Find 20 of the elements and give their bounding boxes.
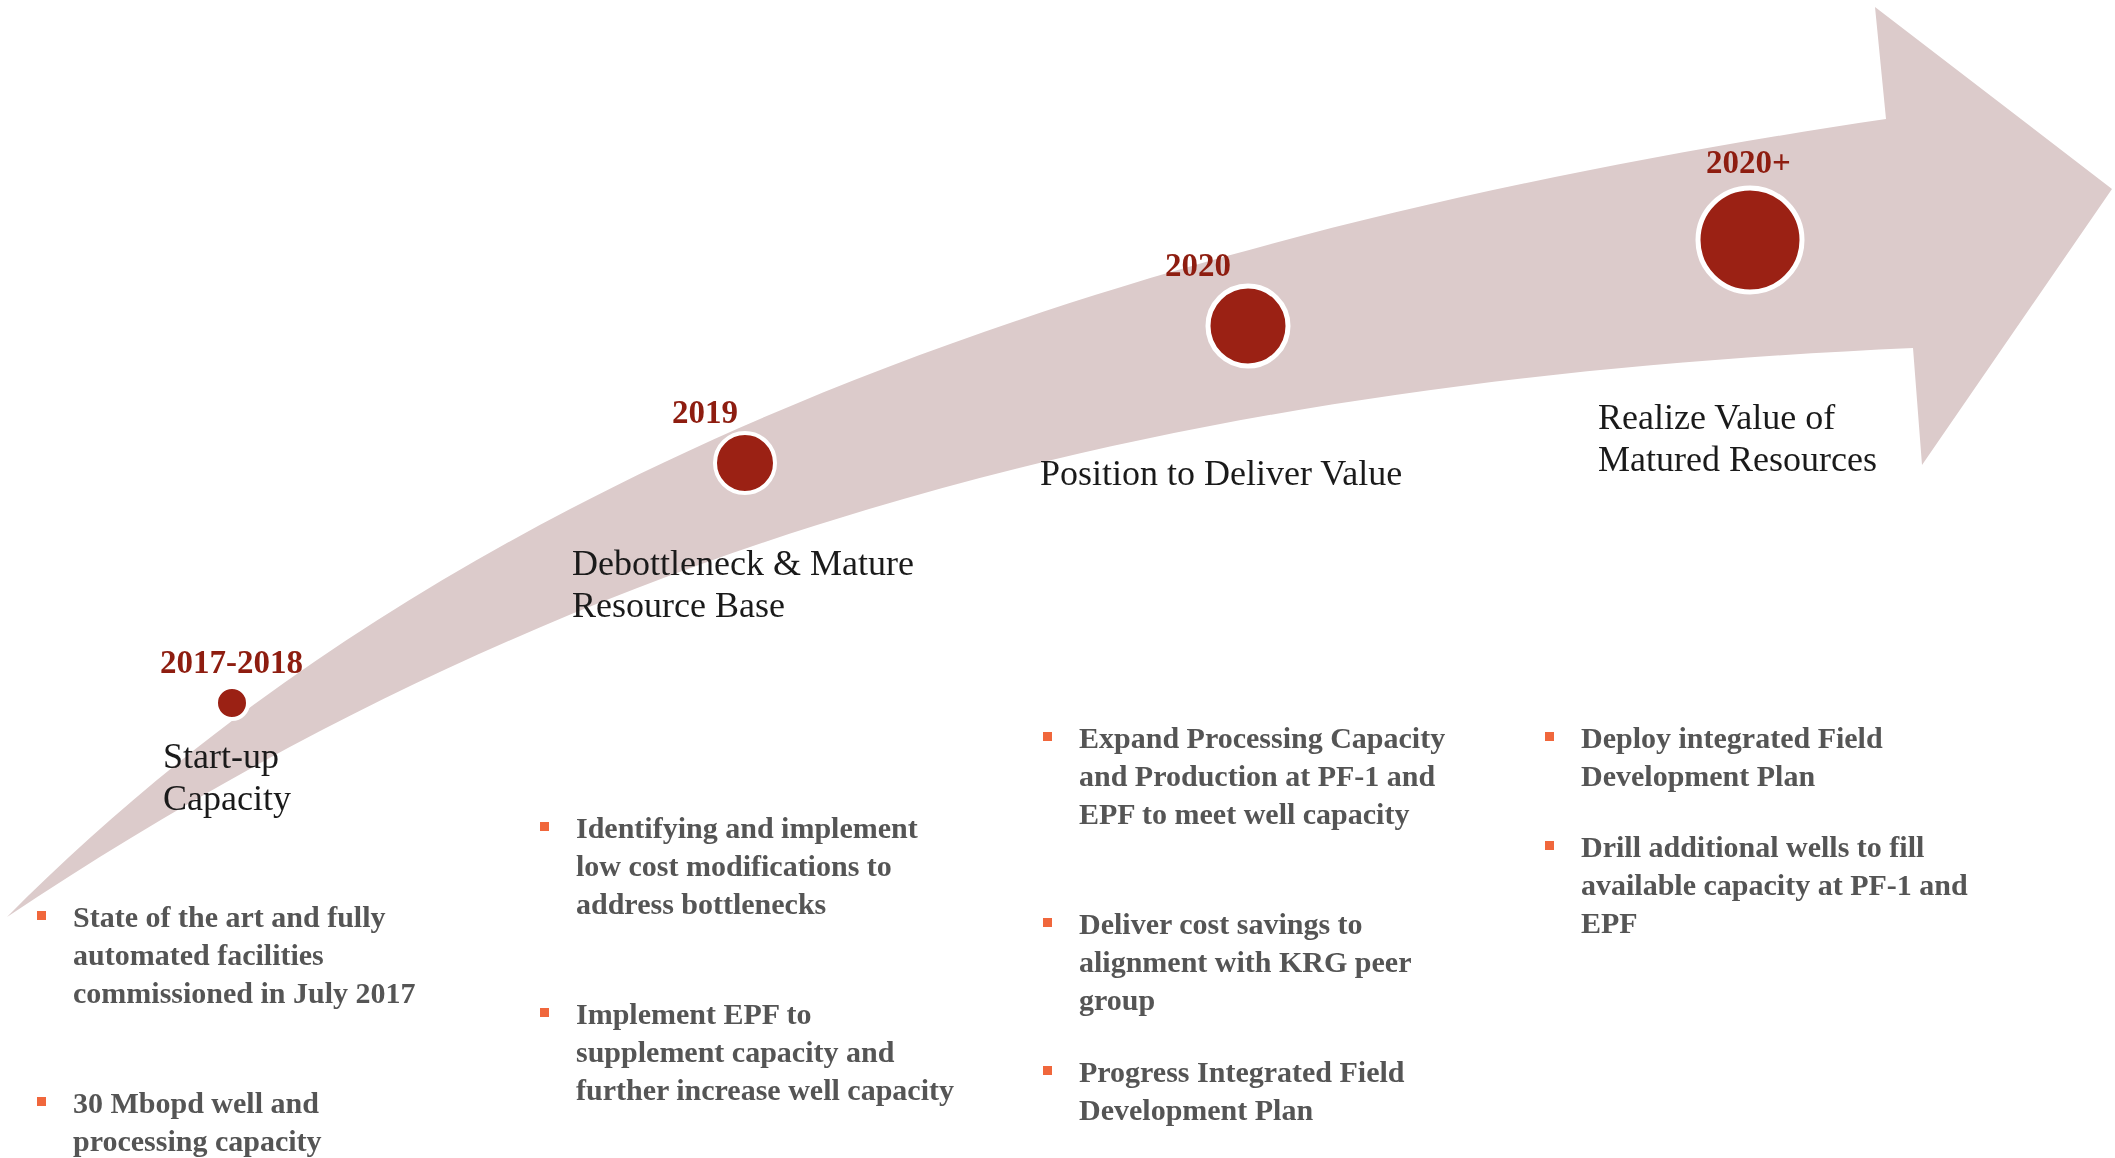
bullet-text: Drill additional wells to fill available capacity at PF-1 and EPF [1545, 828, 1971, 942]
bullet-text: Progress Integrated Field Development Plan [1043, 1053, 1499, 1129]
year-label: 2020 [1165, 247, 1231, 284]
bullet-text: Implement EPF to supplement capacity and further increase well capacity [540, 995, 966, 1109]
milestone-dot [713, 431, 777, 495]
bullet-text: Deploy integrated Field Development Plan [1545, 719, 1981, 795]
milestone-dot [1205, 283, 1291, 369]
stage-title: Start-up Capacity [163, 735, 292, 819]
year-label: 2017-2018 [160, 644, 303, 681]
bullet-text: Expand Processing Capacity and Production at PF-1 and EPF to meet well capacity [1043, 719, 1479, 833]
stage-title: Position to Deliver Value [1040, 452, 1404, 494]
bullet-text: Deliver cost savings to alignment with KRG peer group [1043, 905, 1449, 1019]
bullet-text: Identifying and implement low cost modifications to address bottlenecks [540, 809, 966, 923]
year-label: 2020+ [1706, 144, 1791, 181]
milestone-dot [1695, 185, 1805, 295]
bullet-text: 30 Mbopd well and processing capacity [37, 1084, 443, 1158]
bullet-text: State of the art and fully automated facilities commissioned in July 2017 [37, 898, 443, 1012]
stage-title: Debottleneck & Mature Resource Base [572, 542, 915, 626]
stage-title: Realize Value of Matured Resources [1598, 396, 1878, 480]
year-label: 2019 [672, 394, 738, 431]
